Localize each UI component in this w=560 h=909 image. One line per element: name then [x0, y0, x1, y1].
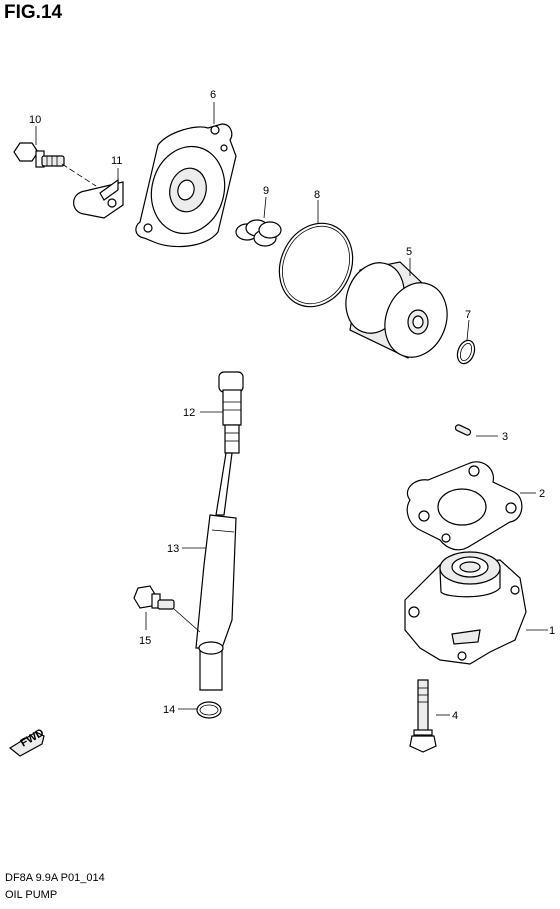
- leader-lines: [35, 102, 548, 716]
- part-9-spring: [235, 219, 282, 247]
- callout-2: 2: [539, 488, 545, 500]
- callout-4: 4: [452, 710, 458, 722]
- fwd-arrow-icon: FWD: [8, 727, 46, 757]
- part-3-pin: [454, 424, 472, 436]
- diagram-code: DF8A 9.9A P01_014: [5, 872, 105, 884]
- callout-1: 1: [549, 625, 555, 637]
- part-13-strainer: [195, 514, 237, 691]
- callout-9: 9: [263, 185, 269, 197]
- callout-13: 13: [167, 543, 179, 555]
- part-6-cover: [135, 123, 237, 248]
- figure-title: FIG.14: [4, 2, 63, 23]
- callout-5: 5: [406, 246, 412, 258]
- callout-labels: 6 10 11 9 8 5 7 3 2 1 4 12 13 14 15: [29, 89, 555, 722]
- callout-14: 14: [163, 704, 175, 716]
- part-12-pipe: [215, 371, 244, 516]
- callout-15: 15: [139, 635, 151, 647]
- part-11-clip: [73, 178, 124, 219]
- part-10-bolt: [13, 142, 65, 168]
- callout-12: 12: [183, 407, 195, 419]
- callout-10: 10: [29, 114, 41, 126]
- callout-3: 3: [502, 431, 508, 443]
- callout-8: 8: [314, 189, 320, 201]
- part-5-filter: [345, 261, 448, 359]
- part-8-oring: [278, 222, 354, 308]
- diagram-name: OIL PUMP: [5, 889, 58, 901]
- part-2-gasket: [406, 461, 523, 551]
- part-15-bolt: [133, 585, 175, 610]
- callout-11: 11: [111, 155, 122, 167]
- callout-6: 6: [210, 89, 216, 101]
- part-4-bolt: [409, 679, 437, 753]
- part-14-oring: [196, 701, 222, 719]
- part-7-small-oring: [456, 339, 476, 365]
- part-1-pump: [404, 551, 527, 665]
- callout-7: 7: [465, 309, 471, 321]
